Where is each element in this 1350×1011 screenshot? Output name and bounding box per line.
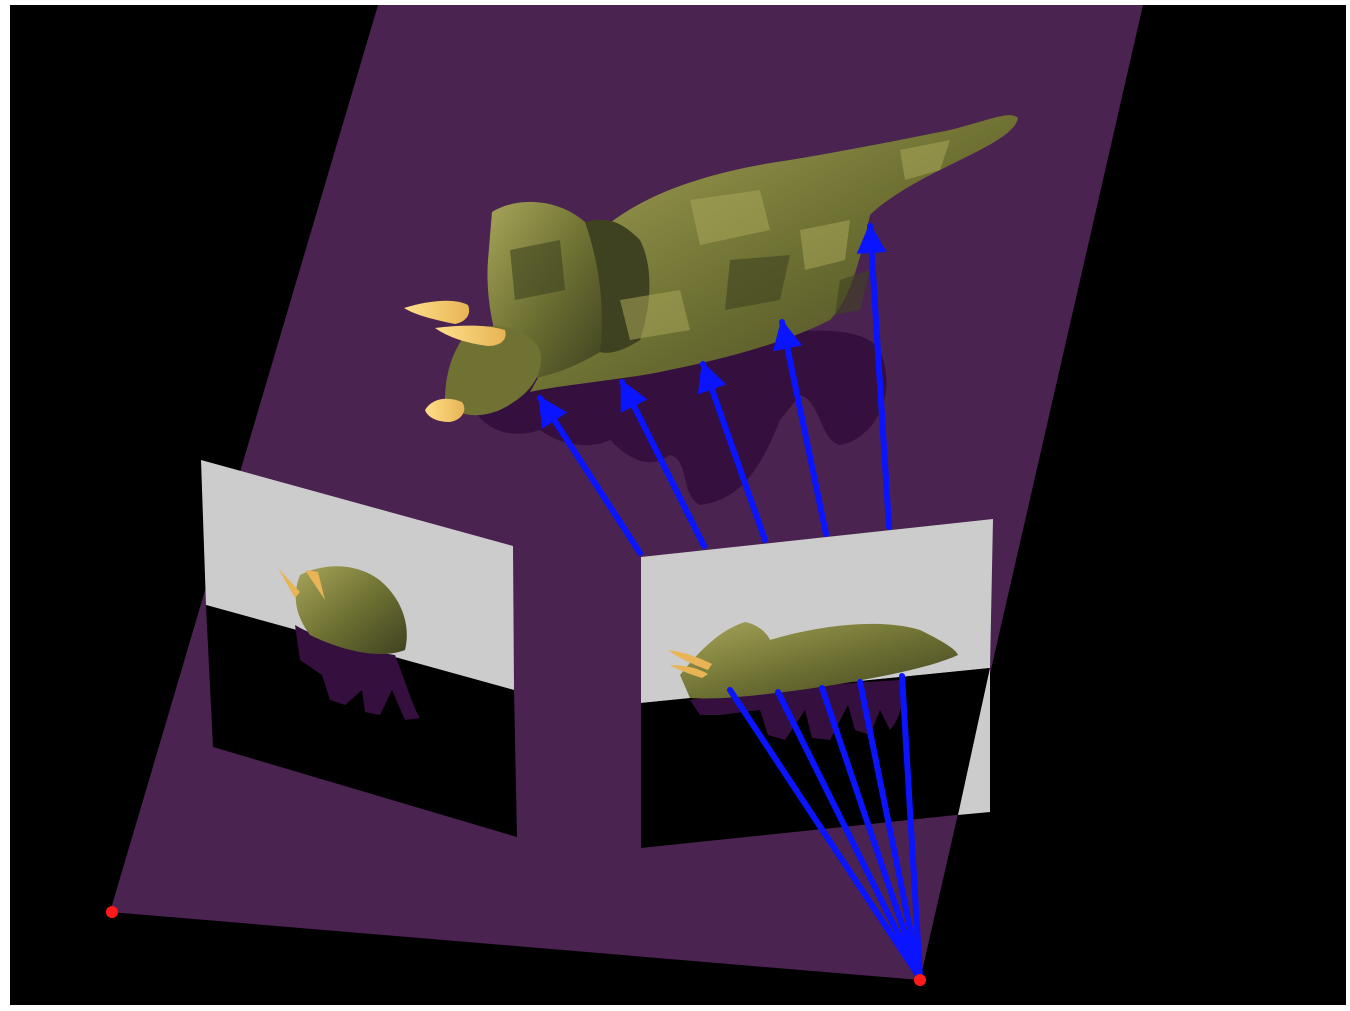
camera-center-one: [106, 906, 118, 918]
camera-center-two: [914, 974, 926, 986]
image-plane-view-two: [641, 519, 993, 848]
